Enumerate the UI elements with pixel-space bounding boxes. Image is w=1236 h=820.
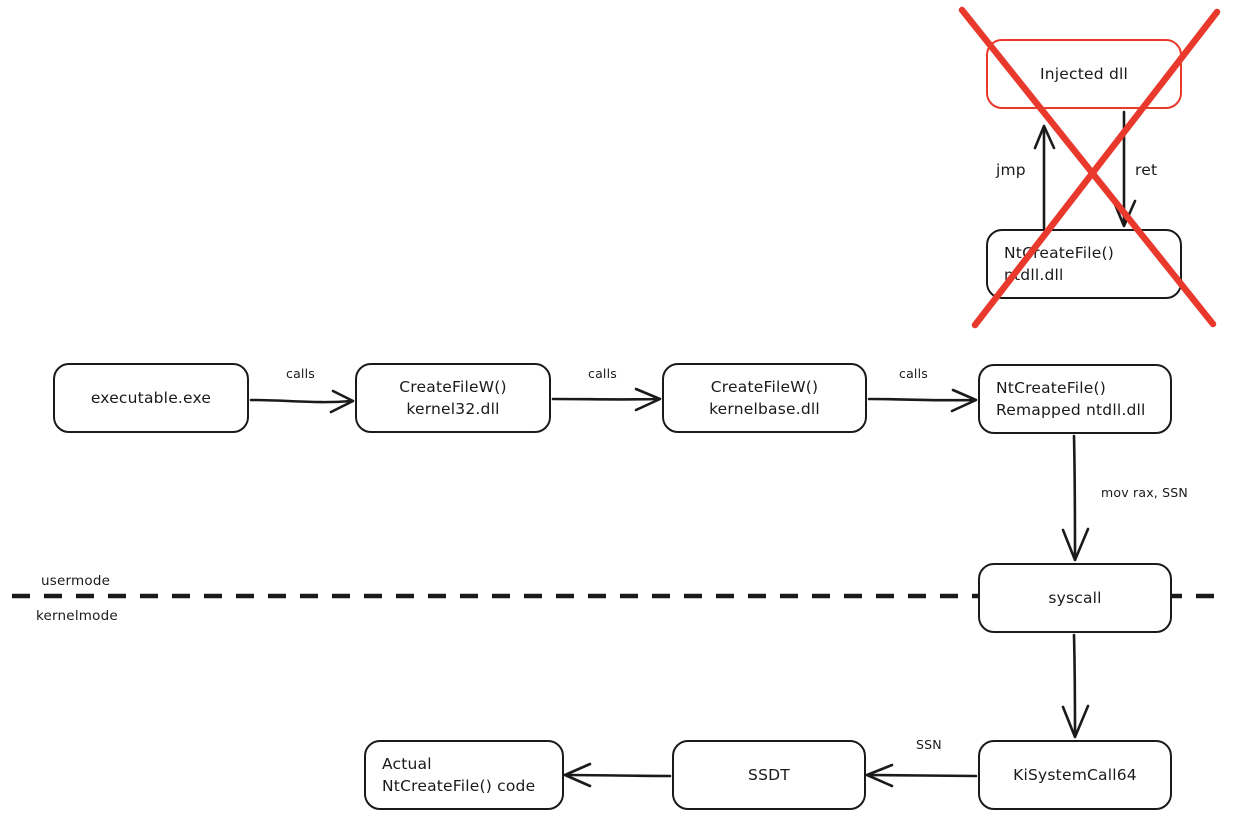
node-actual-code-line-1: Actual: [382, 755, 432, 773]
node-kisystemcall64-line-1: KiSystemCall64: [1013, 766, 1137, 784]
edge-label-calls-3: calls: [899, 366, 928, 381]
node-kisystemcall64[interactable]: KiSystemCall64: [978, 740, 1172, 810]
node-syscall[interactable]: syscall: [978, 563, 1172, 633]
edge-label-ssn: SSN: [916, 737, 942, 752]
node-ssdt[interactable]: SSDT: [672, 740, 866, 810]
node-kernelbase-line-2: kernelbase.dll: [709, 400, 820, 418]
edge-label-ret: ret: [1135, 161, 1158, 179]
node-kernelbase-line-1: CreateFileW(): [710, 378, 819, 396]
label-usermode: usermode: [41, 573, 111, 589]
node-kernel32-line-2: kernel32.dll: [406, 400, 500, 418]
node-ntdll-remapped-line-2: Remapped ntdll.dll: [996, 401, 1146, 419]
node-kernelbase[interactable]: CreateFileW() kernelbase.dll: [662, 363, 867, 433]
node-ntdll-remapped-line-1: NtCreateFile(): [996, 379, 1107, 397]
node-kernel32[interactable]: CreateFileW() kernel32.dll: [355, 363, 551, 433]
node-executable-exe[interactable]: executable.exe: [53, 363, 249, 433]
edge-label-jmp: jmp: [996, 161, 1026, 179]
label-kernelmode: kernelmode: [36, 608, 118, 624]
edge-label-calls-1: calls: [286, 366, 315, 381]
node-actual-code[interactable]: Actual NtCreateFile() code: [364, 740, 564, 810]
edge-label-calls-2: calls: [588, 366, 617, 381]
node-executable-exe-line-1: executable.exe: [90, 389, 212, 407]
node-actual-code-line-2: NtCreateFile() code: [382, 777, 536, 795]
node-ssdt-line-1: SSDT: [748, 766, 790, 784]
node-ntdll-remapped[interactable]: NtCreateFile() Remapped ntdll.dll: [978, 364, 1172, 434]
node-kernel32-line-1: CreateFileW(): [399, 378, 507, 396]
node-injected-dll-line-1: Injected dll: [1040, 65, 1128, 83]
node-syscall-line-1: syscall: [1048, 589, 1102, 607]
edge-label-mov-rax-ssn: mov rax, SSN: [1101, 485, 1188, 500]
